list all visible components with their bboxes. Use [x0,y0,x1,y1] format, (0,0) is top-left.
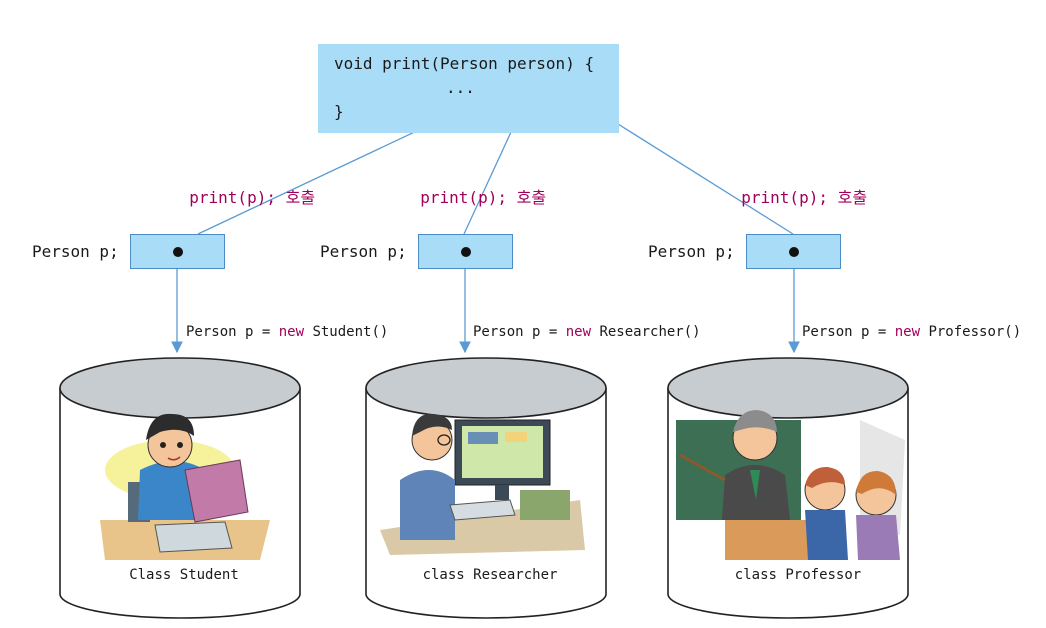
call-korean-3: 호출 [837,188,868,207]
call-code-3: print(p); [741,188,828,207]
reference-box-1 [130,234,225,269]
class-label-researcher: class Researcher [422,567,558,583]
class-label-student: Class Student [129,567,239,583]
call-code-2: print(p); [420,188,507,207]
reference-dot-2 [461,247,471,257]
professor-illustration [676,410,905,560]
variable-label-2: Person p; [320,242,407,261]
assignment-keyword-1: new [278,324,305,340]
assignment-keyword-2: new [565,324,592,340]
assignment-keyword-3: new [894,324,921,340]
call-korean-1: 호출 [285,188,316,207]
call-code-1: print(p); [189,188,276,207]
call-label-2: print(p); 호출 [401,165,546,208]
call-korean-2: 호출 [516,188,547,207]
reference-box-3 [746,234,841,269]
reference-dot-3 [789,247,799,257]
assignment-label-1: Person p = new Student() [186,324,388,340]
variable-label-3: Person p; [648,242,735,261]
assignment-prefix-3: Person p = [802,324,895,340]
student-illustration [100,413,270,560]
assignment-suffix-3: Professor() [920,324,1022,340]
method-signature: void print(Person person) { [334,54,595,73]
researcher-illustration [380,413,585,555]
assignment-suffix-2: Researcher() [591,324,701,340]
method-closing-brace: } [334,102,344,121]
assignment-label-2: Person p = new Researcher() [473,324,701,340]
assignment-prefix-2: Person p = [473,324,566,340]
assignment-label-3: Person p = new Professor() [802,324,1021,340]
reference-box-2 [418,234,513,269]
assignment-suffix-1: Student() [304,324,389,340]
method-box [318,44,619,133]
method-body-ellipsis: ... [446,78,475,97]
variable-label-1: Person p; [32,242,119,261]
cylinder-student [59,357,301,619]
reference-dot-1 [173,247,183,257]
assignment-prefix-1: Person p = [186,324,279,340]
cylinder-professor [667,357,909,619]
class-label-professor: class Professor [734,567,862,583]
call-label-3: print(p); 호출 [722,165,867,208]
call-label-1: print(p); 호출 [170,165,315,208]
cylinder-researcher [365,357,607,619]
